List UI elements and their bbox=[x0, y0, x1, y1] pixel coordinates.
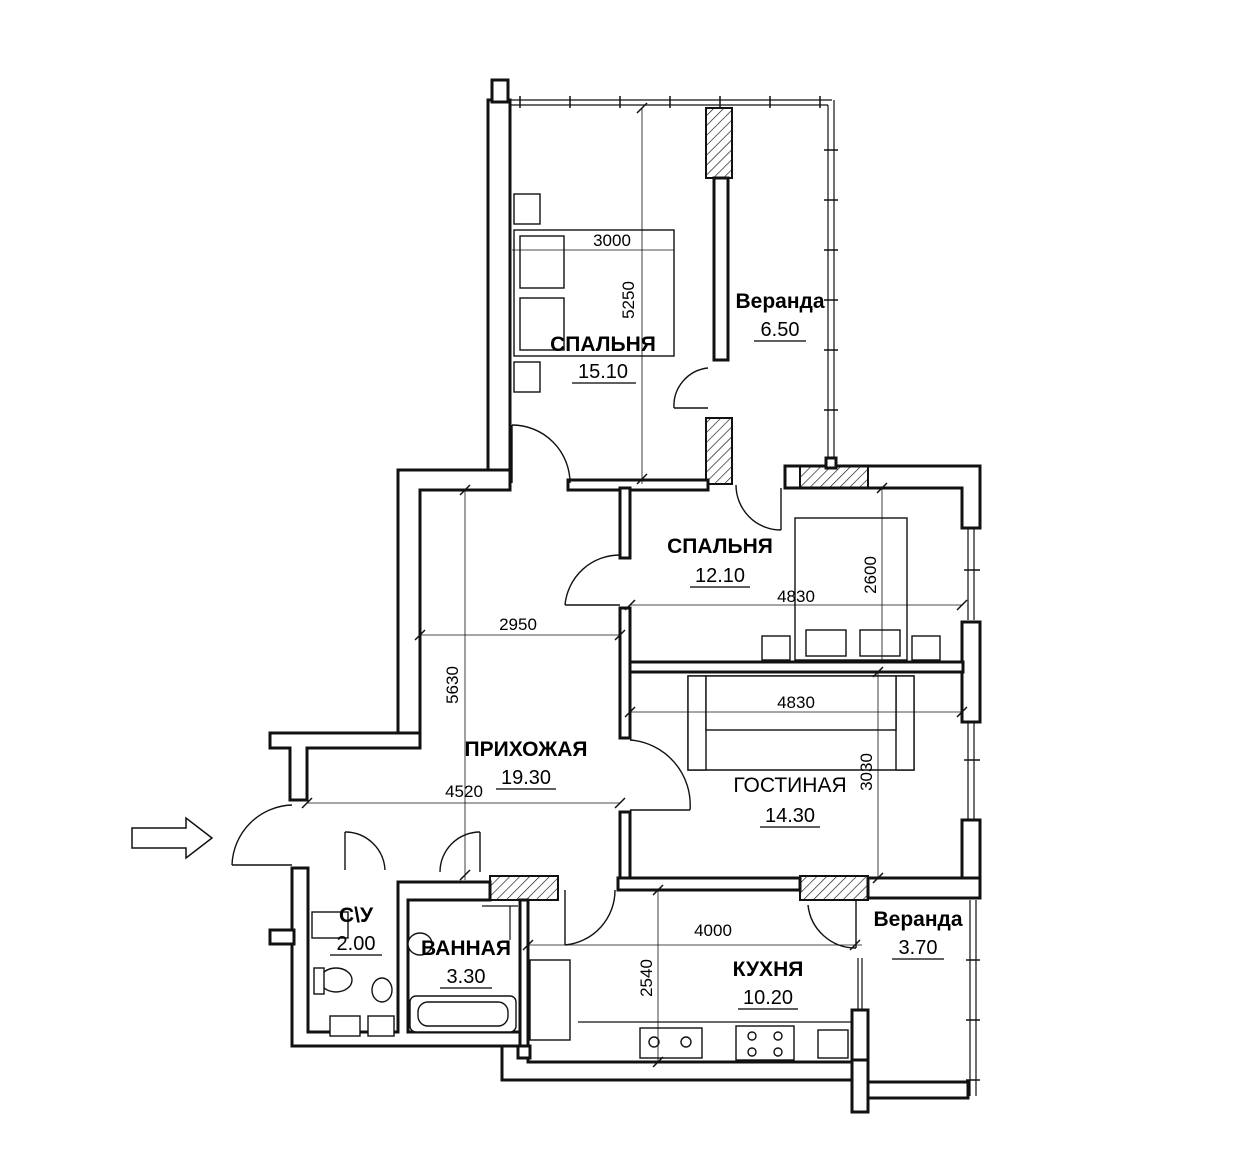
wall-bedroom2-living bbox=[626, 660, 965, 674]
dimension-lines bbox=[301, 102, 968, 1068]
dim-kitchen-height: 2540 bbox=[637, 959, 656, 997]
dim-kitchen-width: 4000 bbox=[694, 921, 732, 940]
wall-kitchen-bottom bbox=[500, 1008, 970, 1100]
room-area-living: 14.30 bbox=[765, 805, 815, 827]
dim-living-height: 3030 bbox=[857, 753, 876, 791]
dim-bedroom-large-width: 3000 bbox=[593, 231, 631, 250]
door-bedroom-small bbox=[564, 554, 621, 606]
room-name-living: ГОСТИНАЯ bbox=[733, 774, 846, 797]
sink-icon bbox=[311, 911, 349, 939]
room-name-bedroom-large: СПАЛЬНЯ bbox=[550, 333, 656, 356]
stove-icon bbox=[735, 1025, 795, 1061]
door-living bbox=[629, 739, 691, 811]
room-name-kitchen: КУХНЯ bbox=[733, 958, 804, 981]
dim-living-width: 4830 bbox=[777, 693, 815, 712]
door-bedroom-large bbox=[511, 424, 571, 484]
wall-living-bottom-a bbox=[616, 876, 802, 892]
room-area-hallway: 19.30 bbox=[501, 767, 551, 789]
dim-hallway-height: 5630 bbox=[443, 666, 462, 704]
column-mid-right bbox=[705, 417, 733, 485]
wall-hall-living bbox=[618, 810, 632, 884]
nightstand-icon bbox=[513, 361, 541, 393]
room-area-bedroom-small: 12.10 bbox=[695, 565, 745, 587]
dim-bedroom-large-height: 5250 bbox=[619, 281, 638, 319]
wall-living-bottom-b bbox=[866, 876, 982, 900]
room-name-bathroom: ВАННАЯ bbox=[421, 937, 511, 960]
room-area-bedroom-large: 15.10 bbox=[578, 361, 628, 383]
nightstand-icon bbox=[761, 635, 791, 661]
bath-sink-icon bbox=[407, 932, 433, 956]
wc-sink-icon bbox=[371, 977, 393, 1003]
doors bbox=[231, 367, 857, 949]
wall-hall-bedroom2-b bbox=[618, 606, 632, 740]
dim-bedroom-small-width: 4830 bbox=[777, 587, 815, 606]
door-bathroom bbox=[439, 831, 481, 873]
wall-bedroom-bottom bbox=[566, 478, 710, 492]
wall-right-mid bbox=[960, 620, 982, 724]
toilet-icon bbox=[319, 967, 353, 993]
column-kitchen-left bbox=[489, 875, 559, 901]
furniture bbox=[311, 193, 941, 1061]
room-area-veranda-top: 6.50 bbox=[761, 319, 800, 341]
door-entrance bbox=[231, 804, 293, 866]
dim-hallway-bottom-width: 4520 bbox=[445, 782, 483, 801]
wall-bedroom-left bbox=[486, 98, 512, 487]
nightstand-icon bbox=[513, 193, 541, 225]
cabinet-icon bbox=[817, 1029, 849, 1059]
room-area-kitchen: 10.20 bbox=[743, 987, 793, 1009]
veranda-railings bbox=[510, 96, 980, 1096]
door-kitchen bbox=[564, 889, 616, 946]
column-kitchen-top bbox=[799, 875, 869, 901]
fridge-icon bbox=[529, 959, 571, 1041]
door-veranda-right bbox=[807, 904, 857, 949]
walls bbox=[268, 78, 982, 1114]
wall-hall-bedroom2-a bbox=[618, 486, 632, 560]
dim-bedroom-small-height: 2600 bbox=[861, 556, 880, 594]
nightstand-icon bbox=[911, 635, 941, 661]
wall-wc-stub bbox=[268, 928, 296, 946]
room-labels: СПАЛЬНЯ 15.10 3000 5250 Веранда 6.50 СПА… bbox=[330, 231, 963, 1010]
wall-small-square bbox=[516, 1044, 532, 1060]
door-wc bbox=[344, 831, 386, 871]
room-name-hallway: ПРИХОЖАЯ bbox=[465, 738, 588, 761]
wall-kitchen-corner bbox=[850, 1058, 870, 1114]
wall-top-stub bbox=[490, 78, 510, 104]
room-name-veranda-right: Веранда bbox=[873, 908, 962, 931]
entrance-arrow-icon bbox=[131, 816, 214, 860]
dim-hallway-width: 2950 bbox=[499, 615, 537, 634]
room-area-bathroom: 3.30 bbox=[447, 966, 486, 988]
room-name-veranda-top: Веранда bbox=[735, 290, 824, 313]
room-area-wc: 2.00 bbox=[337, 933, 376, 955]
door-veranda-top bbox=[673, 367, 709, 409]
wall-hall-left-step bbox=[268, 731, 422, 802]
room-name-bedroom-small: СПАЛЬНЯ bbox=[667, 535, 773, 558]
column-top-right bbox=[705, 107, 733, 179]
room-name-wc: С\У bbox=[339, 904, 374, 927]
room-area-veranda-right: 3.70 bbox=[899, 937, 938, 959]
wall-bedroom-right bbox=[712, 176, 730, 362]
door-bedroom-small-right bbox=[735, 484, 782, 531]
wall-bath-kitchen bbox=[518, 898, 530, 1052]
